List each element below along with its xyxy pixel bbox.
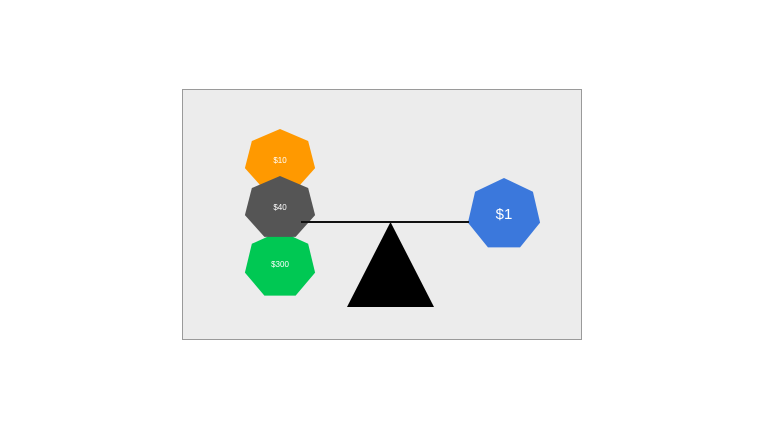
coin-label-blue: $1 [495, 206, 513, 223]
illustration-panel: $10 $300 $40 $1 [182, 89, 582, 340]
coin-label-green: $300 [271, 260, 289, 269]
triangle-fulcrum-icon [347, 222, 434, 307]
coin-blue-1[interactable]: $1 [467, 178, 541, 248]
coin-label-gray: $40 [273, 203, 287, 212]
coin-label-orange: $10 [273, 156, 287, 165]
coin-gray-40[interactable]: $40 [244, 176, 316, 237]
lever-beam [301, 221, 469, 223]
balance-scene: $10 $300 $40 $1 [183, 90, 581, 339]
coin-green-300[interactable]: $300 [244, 231, 316, 296]
